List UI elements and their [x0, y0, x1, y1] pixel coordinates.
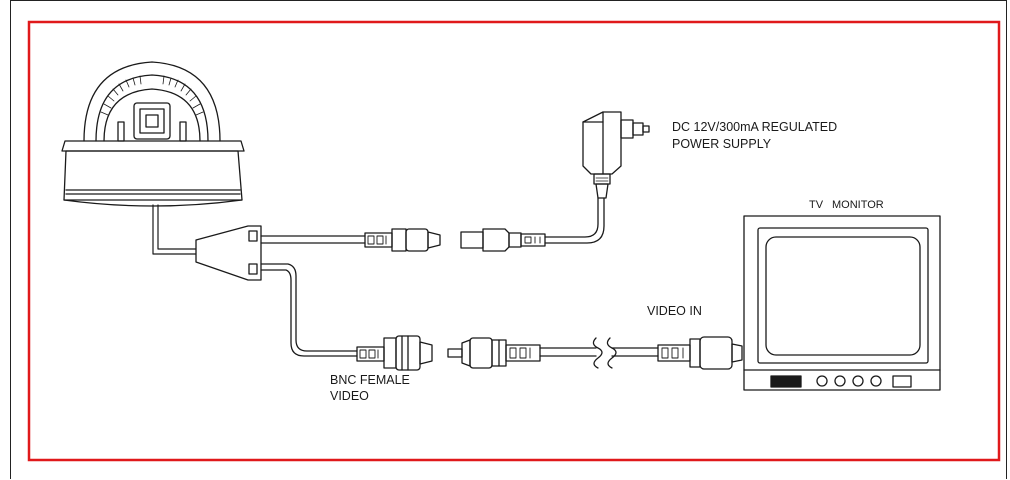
bnc-female-label-line1: BNC FEMALE: [330, 373, 410, 387]
power-supply-label-line1: DC 12V/300mA REGULATED: [672, 120, 837, 134]
power-jack-female: [460, 228, 546, 252]
bnc-female-label-line2: VIDEO: [330, 389, 369, 403]
video-in-label: VIDEO IN: [647, 304, 702, 318]
tv-monitor-icon: [743, 215, 941, 391]
power-supply-label-line2: POWER SUPPLY: [672, 137, 772, 151]
bnc-female-connector: [356, 335, 433, 371]
tv-label: TV: [809, 199, 824, 211]
cable-splitter: [195, 225, 262, 281]
diagram-border: [27, 20, 1001, 462]
page-frame: [10, 0, 1007, 479]
power-adapter-icon: [582, 111, 650, 199]
power-plug-male: [364, 228, 441, 252]
monitor-label: MONITOR: [832, 199, 884, 211]
monitor-video-plug: [657, 336, 743, 370]
video-plug-connector: [447, 337, 541, 369]
dome-camera-icon: [61, 61, 245, 207]
